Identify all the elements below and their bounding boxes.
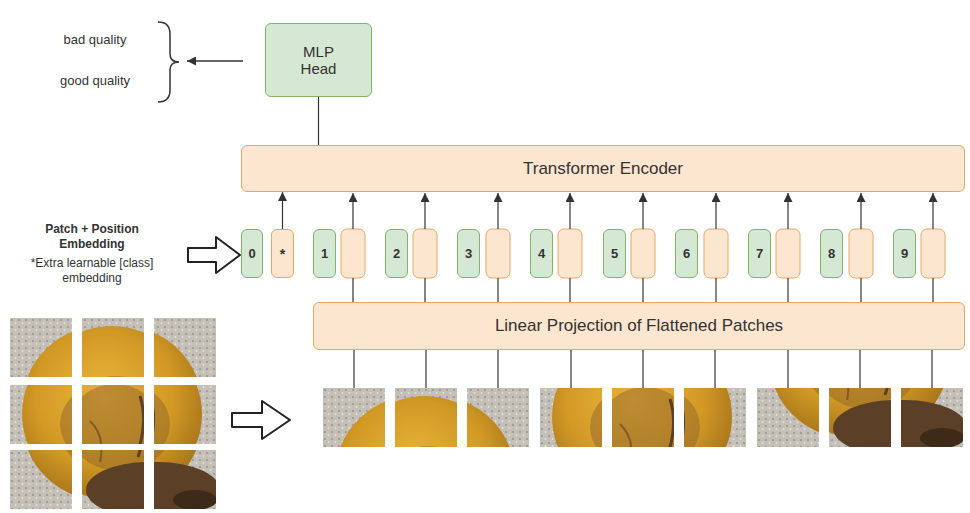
connector (282, 192, 283, 229)
output-arrow (187, 60, 243, 61)
node-text: 7 (756, 246, 763, 261)
block-arrow (188, 237, 240, 273)
position-index: 6 (675, 229, 698, 278)
position-index: 3 (457, 229, 480, 278)
position-index: 8 (820, 229, 843, 278)
embedding-note: Patch + Position Embedding (22, 222, 162, 252)
class-token: * (271, 229, 294, 278)
node-text: * (280, 246, 285, 262)
patch-line (425, 350, 426, 388)
node-text: 1 (321, 246, 328, 261)
embedding-box (849, 229, 873, 278)
embedding-box (341, 229, 365, 278)
embedding-box (413, 229, 437, 278)
embedding-note: *Extra learnable [class] embedding (20, 256, 164, 286)
patch-line (787, 350, 788, 388)
position-index: 9 (893, 229, 916, 278)
patch-line (353, 350, 354, 388)
patch-lines (354, 350, 932, 388)
node-text: 3 (465, 246, 472, 261)
class-label: good quality (35, 73, 155, 89)
patch-line (931, 350, 932, 388)
node-text: MLP Head (296, 43, 342, 77)
image-patch (777, 270, 967, 456)
node-text: 6 (683, 246, 690, 261)
input-arrow (787, 193, 788, 229)
input-arrow (932, 193, 933, 229)
input-arrow (352, 193, 353, 229)
embedding-box (704, 229, 728, 278)
image-patch (560, 329, 750, 513)
encoder-band: Transformer Encoder (241, 145, 965, 192)
input-arrow (715, 193, 716, 229)
embedding-box (921, 229, 945, 278)
node-text: 0 (248, 246, 255, 261)
position-index: 5 (603, 229, 626, 278)
connector (318, 97, 319, 145)
position-index: 7 (748, 229, 771, 278)
patch-line (570, 350, 571, 388)
projection-line (860, 278, 861, 302)
block-arrow (232, 401, 290, 439)
position-index: 1 (313, 229, 336, 278)
projection-line (932, 278, 933, 302)
curly-bracket (158, 22, 179, 102)
projection-line (352, 278, 353, 302)
input-arrow (424, 193, 425, 229)
embedding-box (486, 229, 510, 278)
head-box: MLP Head (265, 23, 372, 97)
embedding-box (631, 229, 655, 278)
node-text: 2 (393, 246, 400, 261)
projection-line (424, 278, 425, 302)
projection-line (715, 278, 716, 302)
patch-line (714, 350, 715, 388)
embedding-box (558, 229, 582, 278)
patch-line (859, 350, 860, 388)
projection-line (787, 278, 788, 302)
class-label: bad quality (35, 32, 155, 48)
encoder-inputs (353, 193, 933, 229)
node-text: Linear Projection of Flattened Patches (495, 316, 783, 336)
projection-line (569, 278, 570, 302)
node-text: 5 (611, 246, 618, 261)
position-index: 0 (241, 229, 263, 278)
patch-line (497, 350, 498, 388)
image-patch (343, 388, 533, 513)
input-arrow (497, 193, 498, 229)
projection-line (642, 278, 643, 302)
projection-line (497, 278, 498, 302)
node-text: 8 (828, 246, 835, 261)
input-arrow (569, 193, 570, 229)
node-text: 9 (901, 246, 908, 261)
projection-band: Linear Projection of Flattened Patches (313, 302, 965, 350)
patch-embeddings (341, 229, 945, 278)
projection-lines (353, 278, 933, 302)
input-arrow (860, 193, 861, 229)
patch-line (642, 350, 643, 388)
position-index: 4 (530, 229, 553, 278)
node-text: Transformer Encoder (523, 159, 683, 179)
image-tile (30, 332, 220, 513)
node-text: 4 (538, 246, 545, 261)
position-index: 2 (385, 229, 408, 278)
embedding-box (776, 229, 800, 278)
input-arrow (642, 193, 643, 229)
